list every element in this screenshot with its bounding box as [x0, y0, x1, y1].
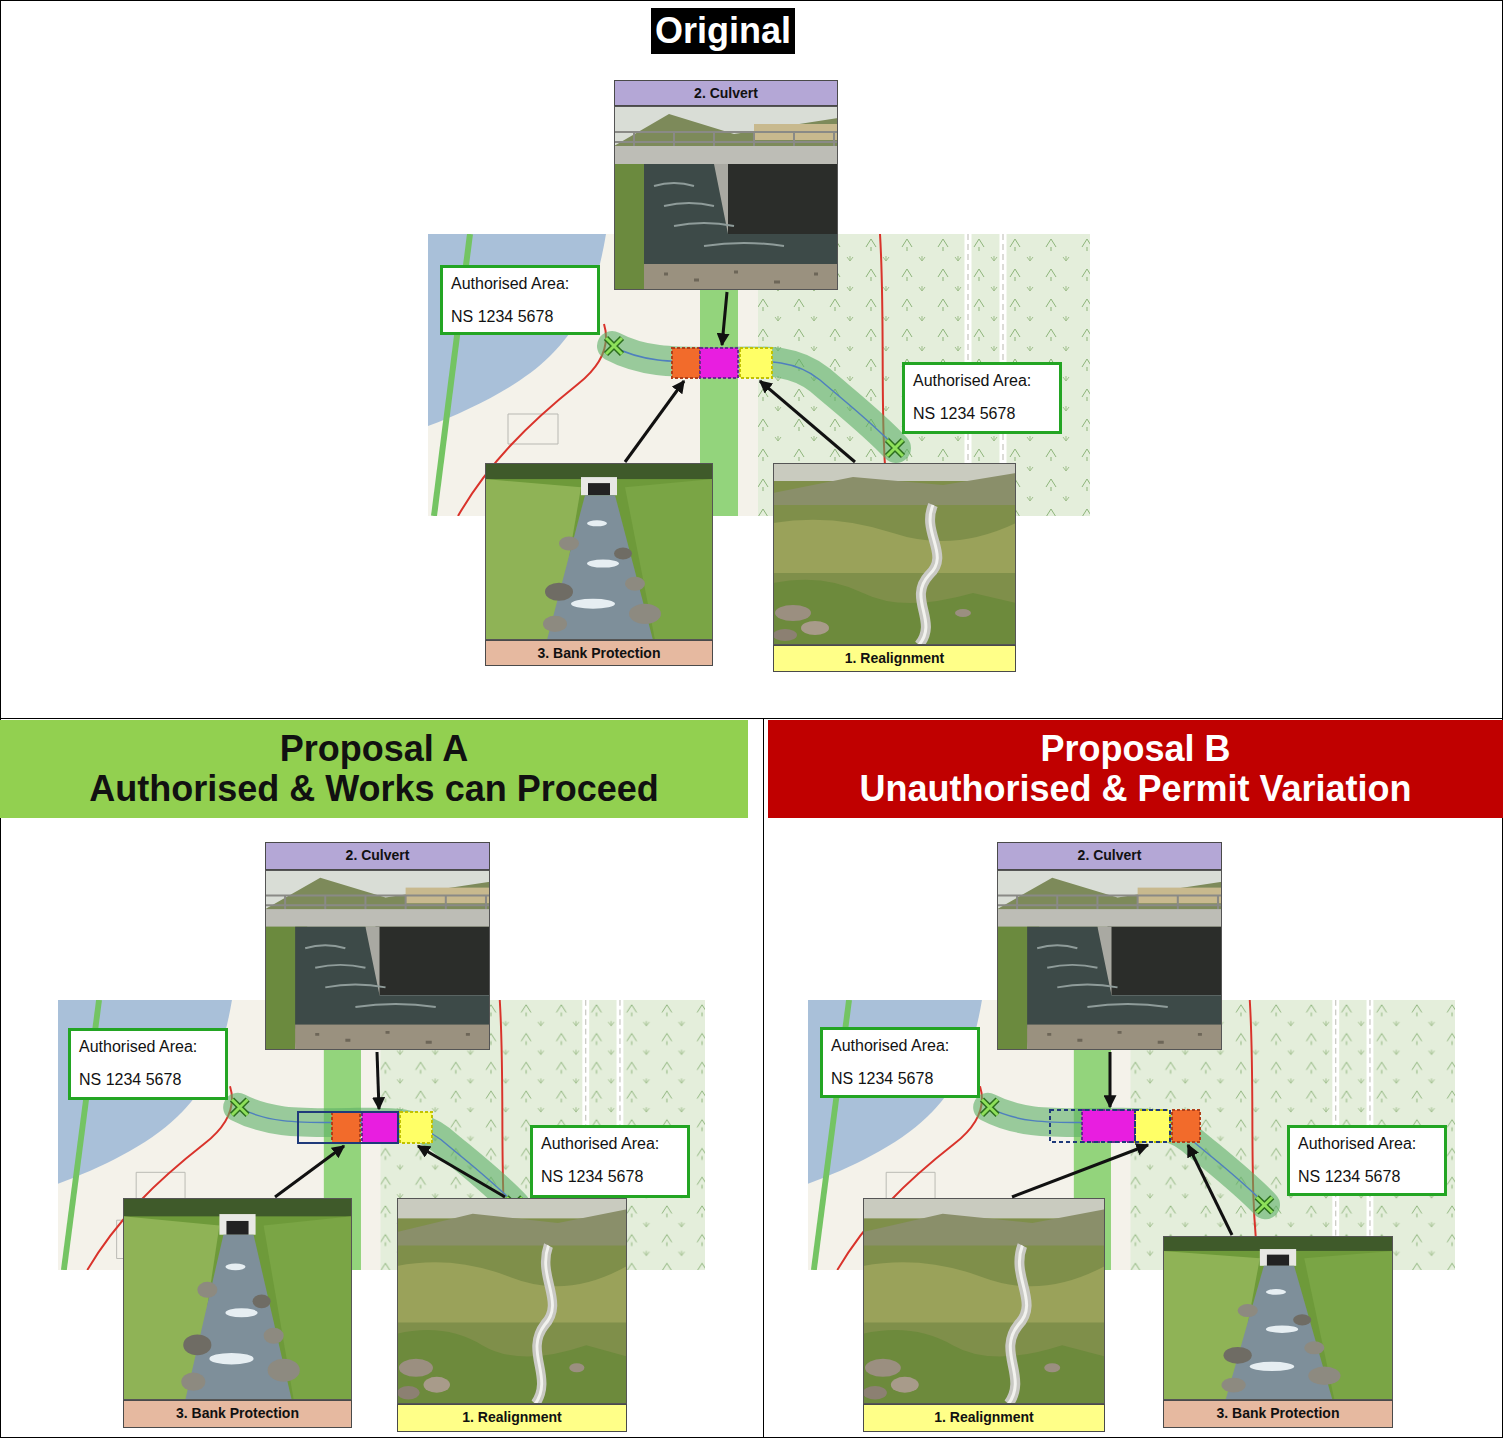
divider [763, 718, 764, 1438]
area-label: Authorised Area: [451, 274, 589, 293]
area-label: Authorised Area: [831, 1036, 969, 1055]
photo-caption-box: 3. Bank Protection [1163, 1400, 1393, 1428]
photo [863, 1198, 1105, 1404]
photo-label: 2. Culvert [621, 81, 831, 105]
photo-label: 1. Realignment [870, 1405, 1098, 1429]
photo [485, 463, 713, 640]
callout-box: Authorised Area: NS 1234 5678 [820, 1027, 980, 1098]
photo [265, 870, 490, 1050]
panel: Original 2. CulvertAuthorised Area: NS 123… [0, 0, 1503, 718]
photo-caption-box: 2. Culvert [614, 80, 838, 106]
photo-label: 2. Culvert [272, 843, 483, 867]
photo [773, 463, 1016, 645]
callout-box: Authorised Area: NS 1234 5678 [902, 362, 1062, 434]
area-label: Authorised Area: [913, 371, 1051, 390]
photo-caption-box: 3. Bank Protection [485, 640, 713, 666]
photo-caption-box: 1. Realignment [773, 645, 1016, 672]
grid-reference: NS 1234 5678 [913, 404, 1051, 423]
photo-label: 2. Culvert [1004, 843, 1215, 867]
work-areas [1050, 1110, 1200, 1142]
photo-caption-box: 1. Realignment [863, 1404, 1105, 1432]
photo-label: 3. Bank Protection [130, 1401, 345, 1425]
photo [123, 1198, 352, 1400]
callout-box: Authorised Area: NS 1234 5678 [1287, 1125, 1447, 1196]
photo-caption-box: 2. Culvert [265, 842, 490, 870]
divider [0, 718, 1503, 719]
panel: Proposal AAuthorised & Works can Proceed… [0, 718, 763, 1438]
work-areas [672, 348, 772, 378]
panel-header: Original [651, 8, 795, 54]
panel-heading: Proposal A [0, 729, 748, 769]
grid-reference: NS 1234 5678 [79, 1070, 217, 1089]
grid-reference: NS 1234 5678 [831, 1069, 969, 1088]
photo-label: 3. Bank Protection [1170, 1401, 1386, 1425]
panel-header: Proposal AAuthorised & Works can Proceed [0, 720, 748, 818]
photo-label: 1. Realignment [780, 646, 1009, 670]
photo [397, 1198, 627, 1404]
photo-caption-box: 3. Bank Protection [123, 1400, 352, 1428]
photo-caption-box: 2. Culvert [997, 842, 1222, 870]
photo-caption-box: 1. Realignment [397, 1404, 627, 1432]
area-label: Authorised Area: [1298, 1134, 1436, 1153]
grid-reference: NS 1234 5678 [451, 307, 589, 326]
panel-heading: Unauthorised & Permit Variation [768, 769, 1503, 809]
callout-box: Authorised Area: NS 1234 5678 [530, 1125, 690, 1198]
panel: Proposal BUnauthorised & Permit Variatio… [763, 718, 1503, 1438]
panel-header: Proposal BUnauthorised & Permit Variatio… [768, 720, 1503, 818]
panel-heading: Proposal B [768, 729, 1503, 769]
photo [614, 106, 838, 290]
grid-reference: NS 1234 5678 [1298, 1167, 1436, 1186]
work-areas [298, 1112, 432, 1143]
panel-heading: Authorised & Works can Proceed [0, 769, 748, 809]
photo [997, 870, 1222, 1050]
callout-box: Authorised Area: NS 1234 5678 [68, 1028, 228, 1100]
grid-reference: NS 1234 5678 [541, 1167, 679, 1186]
callout-box: Authorised Area: NS 1234 5678 [440, 265, 600, 335]
panel-heading: Original [655, 10, 791, 52]
photo-label: 1. Realignment [404, 1405, 620, 1429]
photo-label: 3. Bank Protection [492, 641, 706, 665]
area-label: Authorised Area: [79, 1037, 217, 1056]
photo [1163, 1236, 1393, 1400]
area-label: Authorised Area: [541, 1134, 679, 1153]
